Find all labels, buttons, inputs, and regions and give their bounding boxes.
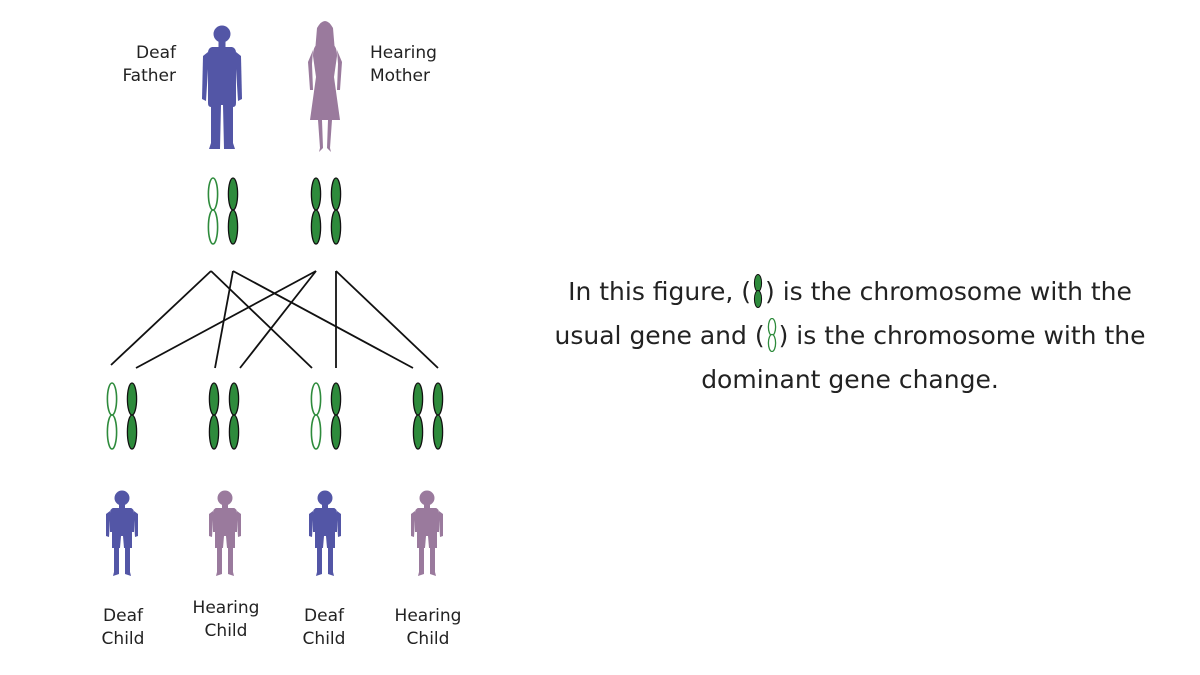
mother-usual-chromosome-b (330, 177, 342, 245)
child1-figure (106, 490, 138, 576)
mother-chromosome-pair (310, 177, 342, 245)
child2-usual-chromosome-a (208, 382, 220, 450)
father-chromosome-pair (207, 177, 239, 245)
legend-line-1: In this figure, () is the chromosome wit… (520, 270, 1180, 314)
child1-changed-chromosome (106, 382, 118, 450)
legend-text: In this figure, () is the chromosome wit… (520, 270, 1180, 402)
mother-usual-chromosome-a (310, 177, 322, 245)
inheritance-diagram (106, 21, 444, 576)
child4-usual-chromosome-b (432, 382, 444, 450)
child3-figure (309, 490, 341, 576)
father-usual-chromosome (227, 177, 239, 245)
child4-figure (411, 490, 443, 576)
usual-chromosome-icon (753, 274, 763, 308)
father-changed-chromosome (207, 177, 219, 245)
father-label: Deaf Father (122, 43, 176, 86)
mother-label: Hearing Mother (370, 43, 437, 86)
child2-figure (209, 490, 241, 576)
child3-label: Deaf Child (302, 606, 346, 649)
hearing-mother-figure (308, 21, 342, 152)
child4-chromosome-pair (412, 382, 444, 450)
deaf-father-figure (202, 25, 242, 149)
child2-label: Hearing Child (192, 598, 260, 641)
inheritance-lines (110, 270, 439, 369)
child3-chromosome-pair (310, 382, 342, 450)
child4-usual-chromosome-a (412, 382, 424, 450)
legend-line-3: dominant gene change. (701, 365, 999, 394)
changed-chromosome-icon (767, 318, 776, 352)
child1-usual-chromosome (126, 382, 138, 450)
child1-chromosome-pair (106, 382, 138, 450)
legend-line-2: usual gene and () is the chromosome with… (520, 314, 1180, 358)
child2-chromosome-pair (208, 382, 240, 450)
child3-usual-chromosome (330, 382, 342, 450)
child1-label: Deaf Child (101, 606, 145, 649)
child4-label: Hearing Child (394, 606, 462, 649)
child3-changed-chromosome (310, 382, 322, 450)
child2-usual-chromosome-b (228, 382, 240, 450)
